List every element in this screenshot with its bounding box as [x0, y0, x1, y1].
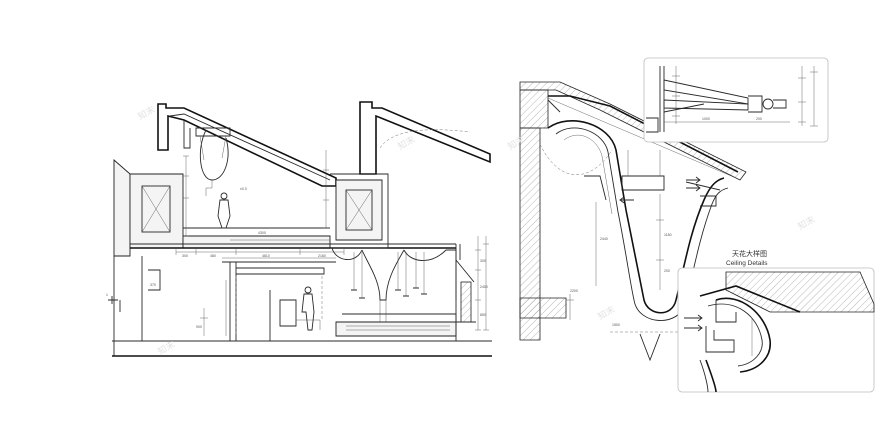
detail-label-cn: 天花大样图 [732, 249, 767, 258]
svg-text:4810: 4810 [262, 254, 270, 258]
svg-text:200: 200 [756, 117, 762, 121]
svg-text:850: 850 [480, 313, 486, 317]
counter [335, 321, 457, 337]
left-wall [113, 159, 131, 257]
wall-section [519, 127, 541, 341]
svg-text:200: 200 [664, 269, 670, 273]
detail-label-en: Ceiling Details [726, 260, 768, 267]
hatched-panel [460, 281, 472, 323]
building-section: 300 480 4810 2160 4300 370 300 2400 850 … [106, 101, 492, 357]
roof-right [359, 101, 491, 175]
ceiling-detail-main: 2200 1500 1180 200 2440 [519, 81, 747, 362]
svg-text:900: 900 [196, 325, 202, 329]
lamp-fixture-icon [762, 98, 774, 110]
svg-text:2200: 2200 [570, 289, 578, 293]
svg-text:1000: 1000 [702, 117, 710, 121]
svg-text:4300: 4300 [258, 231, 266, 235]
svg-text:480: 480 [210, 254, 216, 258]
svg-text:1500: 1500 [612, 323, 620, 327]
callout-bottom-right [677, 267, 875, 393]
svg-text:1180: 1180 [664, 233, 672, 237]
svg-text:±0.0: ±0.0 [240, 187, 247, 191]
left-column [129, 173, 184, 249]
arch-left [331, 247, 363, 260]
svg-text:2440: 2440 [600, 237, 608, 241]
first-floor-slab [182, 235, 331, 249]
detail-arrows [684, 314, 703, 332]
svg-text:300: 300 [480, 259, 486, 263]
person-figure-lower [279, 286, 321, 331]
dimension-lines [175, 150, 489, 336]
svg-text:370: 370 [150, 283, 156, 287]
watermark-3: 知末 [396, 133, 418, 152]
person-figure-upper [217, 192, 231, 229]
watermark-5: 知末 [596, 303, 618, 322]
roof-left [157, 103, 337, 187]
ceiling-curve-outer [547, 119, 725, 314]
watermark-1: 知末 [136, 103, 158, 122]
svg-text:2160: 2160 [318, 254, 326, 258]
callout-frame-top [643, 57, 829, 143]
ceiling-details-label: 天花大样图 Ceiling Details [726, 249, 768, 267]
pendant-lamps [351, 252, 427, 299]
svg-text:300: 300 [182, 254, 188, 258]
dimension-labels: 300 480 4810 2160 4300 370 300 2400 850 … [150, 187, 488, 329]
detail-roof-hatch [725, 271, 875, 313]
callout-top-right: 1000 200 [643, 57, 829, 143]
light-box [621, 175, 665, 191]
svg-text:1: 1 [106, 293, 108, 297]
watermark-6: 知末 [796, 213, 818, 232]
airflow-arrows [619, 176, 701, 204]
svg-text:2400: 2400 [480, 285, 488, 289]
